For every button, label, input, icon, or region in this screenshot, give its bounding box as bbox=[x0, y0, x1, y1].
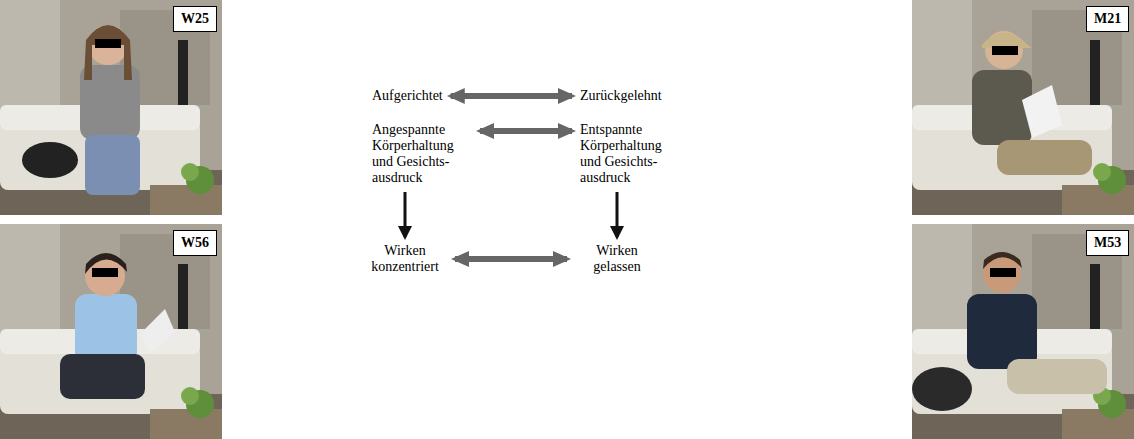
posture-label: Angespannte Körperhaltung und Gesichts- … bbox=[372, 122, 472, 186]
person-code: W56 bbox=[173, 230, 217, 256]
effect-label: Wirken gelassen bbox=[575, 243, 659, 275]
node-text: Entspannte Körperhaltung und Gesichts- a… bbox=[580, 122, 680, 186]
double-arrow bbox=[455, 256, 567, 262]
posture-label: Aufgerichtet bbox=[372, 88, 443, 104]
node-text: Wirken gelassen bbox=[575, 243, 659, 275]
person-code: M21 bbox=[1086, 6, 1129, 32]
node-text: Wirken konzentriert bbox=[363, 243, 447, 275]
effect-label: Wirken konzentriert bbox=[363, 243, 447, 275]
node-text: W25 bbox=[181, 11, 209, 27]
double-arrow bbox=[480, 128, 572, 134]
node-text: M53 bbox=[1094, 235, 1121, 251]
person-code: M53 bbox=[1086, 230, 1129, 256]
node-text: Aufgerichtet bbox=[372, 88, 443, 104]
node-text: Zurückgelehnt bbox=[580, 88, 662, 104]
node-text: W56 bbox=[181, 235, 209, 251]
double-arrow bbox=[451, 93, 572, 99]
person-code: W25 bbox=[173, 6, 217, 32]
node-text: Angespannte Körperhaltung und Gesichts- … bbox=[372, 122, 472, 186]
down-arrow bbox=[616, 192, 619, 237]
posture-label: Entspannte Körperhaltung und Gesichts- a… bbox=[580, 122, 680, 186]
node-text: M21 bbox=[1094, 11, 1121, 27]
down-arrow bbox=[404, 192, 407, 237]
posture-label: Zurückgelehnt bbox=[580, 88, 662, 104]
